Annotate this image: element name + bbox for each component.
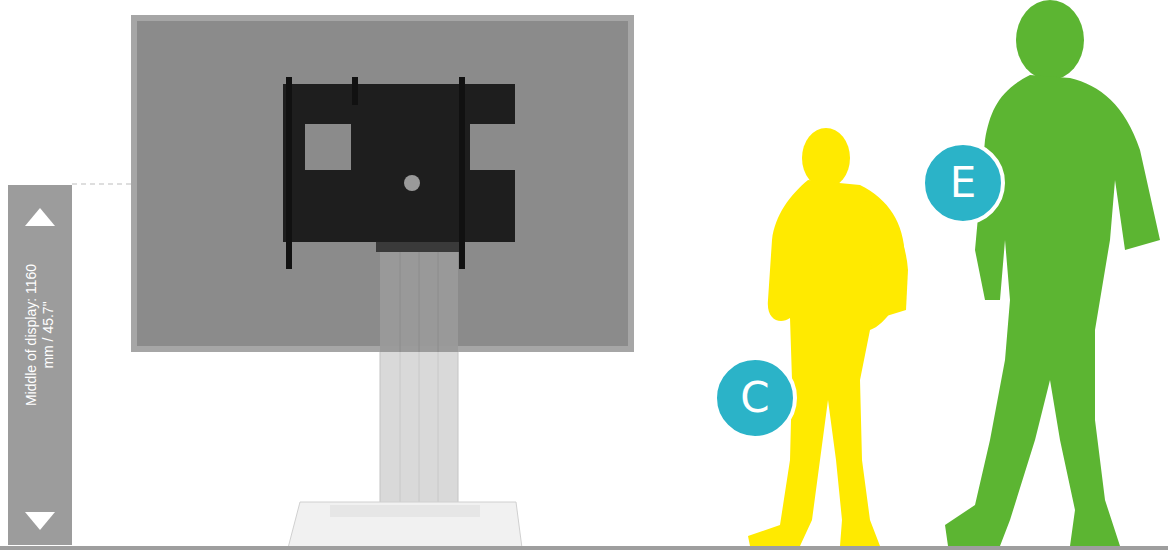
dimension-label: Middle of display: 1160 mm / 45.7" — [23, 260, 57, 410]
callout-letter: E — [920, 140, 1006, 226]
stand-base — [288, 502, 522, 548]
child-silhouette — [748, 128, 908, 546]
callout-circle: E — [920, 140, 1006, 226]
up-arrow — [25, 208, 55, 226]
wall-bracket — [283, 84, 515, 242]
callout-circle: C — [712, 355, 798, 441]
dimension-bar — [8, 185, 72, 545]
teen-silhouette — [945, 0, 1160, 546]
callout-letter: C — [712, 355, 798, 441]
down-arrow — [25, 512, 55, 530]
display-frame — [131, 15, 634, 352]
floor-line — [0, 546, 1168, 550]
